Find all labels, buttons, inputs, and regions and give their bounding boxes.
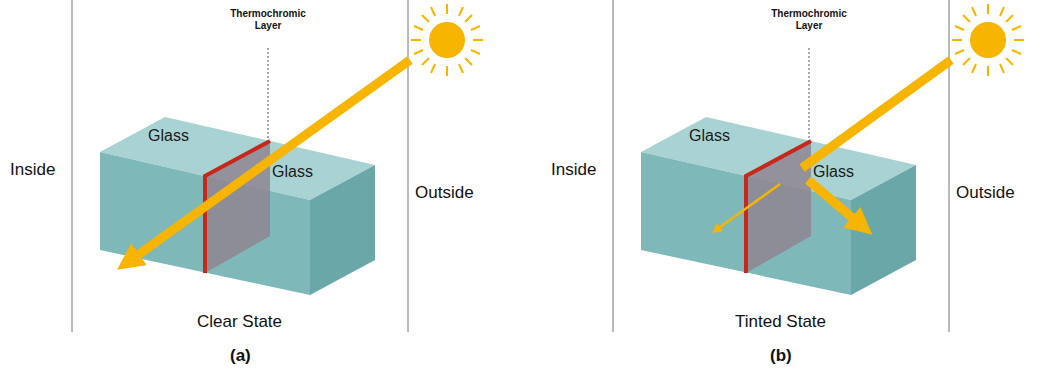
- text-label: Inside: [10, 160, 55, 180]
- material-label: Glass: [272, 163, 313, 181]
- glass-block: GlassGlass: [641, 117, 916, 295]
- text-label: Tinted State: [735, 312, 826, 332]
- text-label: Inside: [551, 160, 596, 180]
- text-label: Outside: [956, 183, 1015, 203]
- text-label: Thermochromic Layer: [769, 8, 849, 31]
- material-label: Glass: [689, 127, 730, 145]
- text-label: Thermochromic Layer: [228, 8, 308, 31]
- material-label: Glass: [148, 127, 189, 145]
- text-label: Outside: [415, 183, 474, 203]
- glass-block: GlassGlass: [100, 117, 375, 295]
- text-label: (a): [230, 346, 251, 366]
- text-label: Clear State: [197, 312, 282, 332]
- material-label: Glass: [813, 163, 854, 181]
- text-label: (b): [770, 346, 792, 366]
